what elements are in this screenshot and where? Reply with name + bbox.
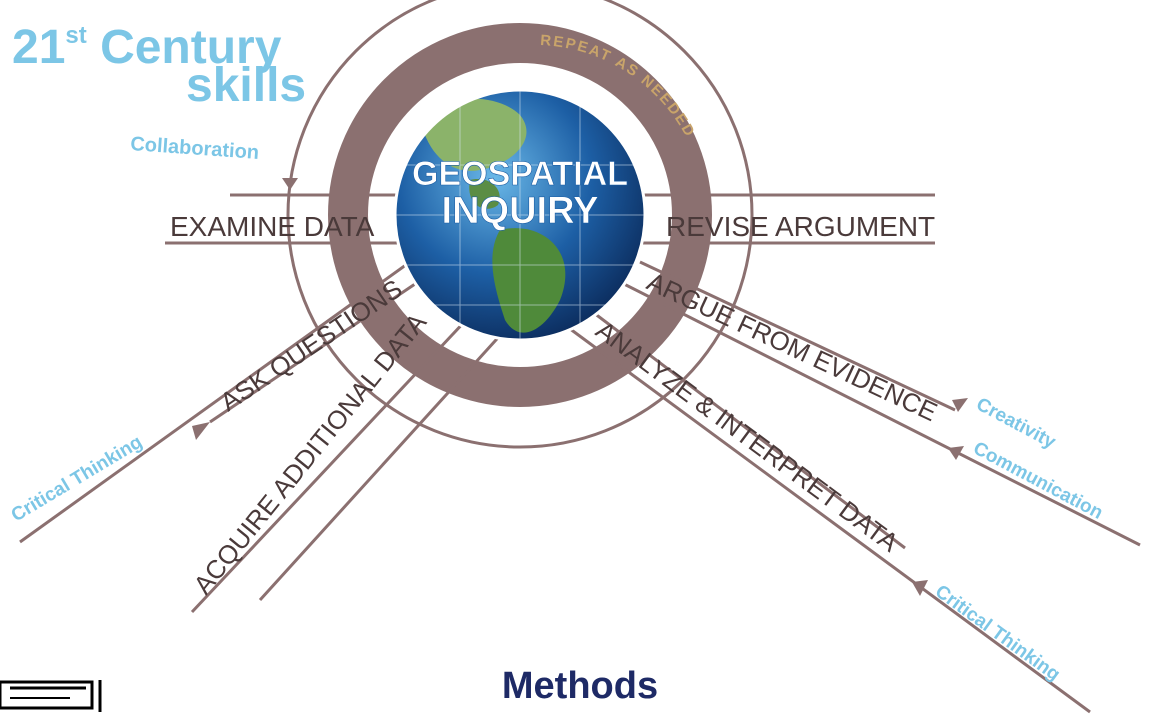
title-line-1-sup: st [65,22,87,49]
argue-ray [619,280,1141,547]
skill-critical-thinking-right: Critical Thinking [931,581,1064,685]
collaboration-arrow [282,178,298,190]
skill-collaboration: Collaboration [130,133,260,164]
corner-logo-icon [0,680,102,712]
argue-ray-2 [639,260,956,412]
skill-communication: Communication [970,438,1107,524]
outer-ring [286,0,754,449]
skill-critical-thinking-left: Critical Thinking [8,432,146,527]
methods-heading: Methods [501,665,659,707]
center-line-2: INQUIRY [442,190,599,232]
repeat-ring [328,23,712,407]
center-line-1: GEOSPATIAL [412,155,628,193]
ask-ray [19,260,411,544]
title-line-1-prefix: 21 [12,21,66,74]
acquire-ray-2 [258,328,507,602]
ask-ray-2 [209,280,419,424]
analyze-ray-2 [589,308,906,550]
step-examine-data: EXAMINE DATA [170,211,375,242]
title-line-1-suffix: Century [86,21,282,74]
communication-arrow [948,446,964,460]
critical-left-arrow [192,422,210,440]
acquire-ray [190,316,470,614]
creativity-arrow [952,398,968,412]
title-line-1: 21st Century [12,12,281,72]
critical-right-arrow [912,580,928,596]
step-analyze-interpret-data: ANALYZE & INTERPRET DATA [590,315,904,558]
analyze-ray [557,318,1091,714]
globe-icon [393,88,647,342]
title-line-2: skills [186,59,307,112]
step-revise-argument: REVISE ARGUMENT [666,211,935,242]
